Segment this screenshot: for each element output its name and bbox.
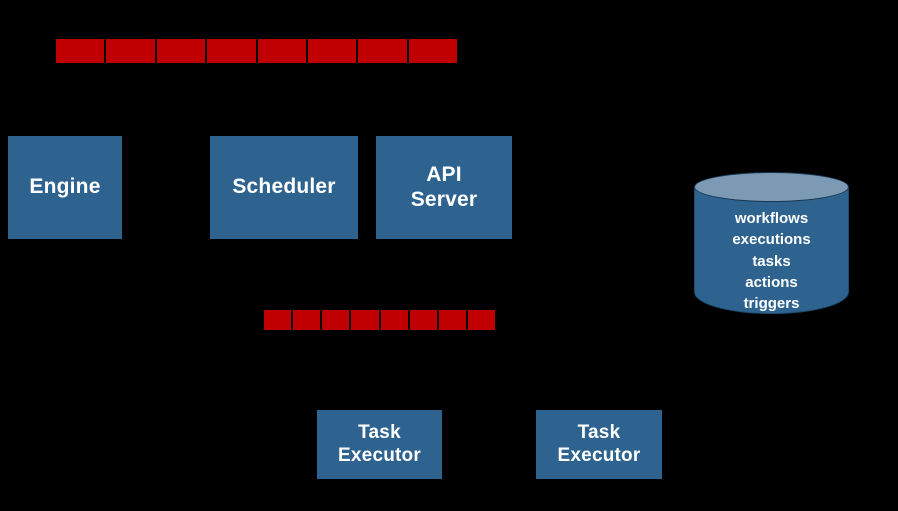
bus-segment	[307, 39, 359, 63]
bus-segment	[438, 310, 468, 330]
database-table-name: tasks	[752, 252, 791, 270]
bus-segment	[293, 310, 323, 330]
top-message-bus	[56, 39, 457, 63]
database-table-list: workflows executions tasks actions triggers	[694, 208, 849, 314]
bus-segment	[380, 310, 410, 330]
bus-segment	[156, 39, 208, 63]
api-server-box[interactable]: API Server	[376, 136, 512, 239]
bus-segment	[257, 39, 308, 63]
cylinder-body	[694, 186, 849, 314]
bus-segment	[106, 39, 157, 63]
database-table-name: executions	[732, 231, 811, 249]
database-table-name: triggers	[743, 295, 800, 313]
task-executor-box-2[interactable]: Task Executor	[536, 410, 662, 479]
bus-segment	[264, 310, 294, 330]
bus-segment	[207, 39, 258, 63]
database-table-name: actions	[745, 273, 798, 291]
database-cylinder[interactable]: workflows executions tasks actions triggers	[694, 172, 849, 328]
database-table-name: workflows	[734, 210, 809, 227]
bus-segment	[358, 39, 409, 63]
task-executor-box-1[interactable]: Task Executor	[317, 410, 442, 479]
bus-segment	[351, 310, 381, 330]
scheduler-box[interactable]: Scheduler	[210, 136, 358, 239]
bus-segment	[408, 39, 457, 63]
bus-segment	[467, 310, 495, 330]
engine-box[interactable]: Engine	[8, 136, 122, 239]
cylinder-top-ellipse	[694, 172, 849, 202]
lower-message-bus	[264, 310, 495, 330]
bus-segment	[322, 310, 352, 330]
bus-segment	[409, 310, 439, 330]
bus-segment	[56, 39, 107, 63]
